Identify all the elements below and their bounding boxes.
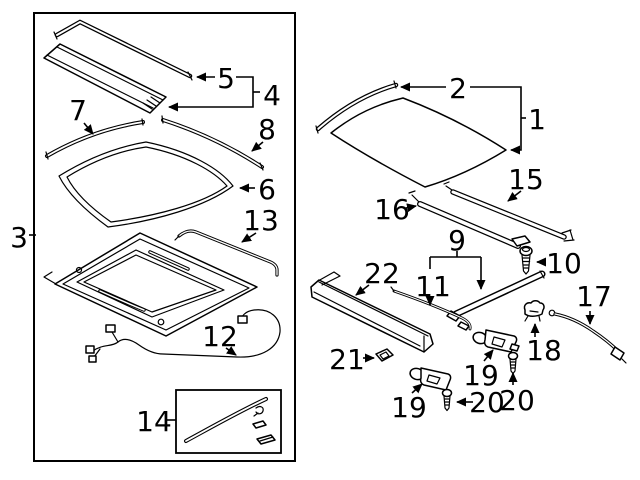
part-8-seal-right[interactable] [161,115,264,171]
callout-3-label[interactable]: 3 [10,221,28,254]
callout-15-label[interactable]: 15 [508,163,544,196]
part-2-glass-seal-strip[interactable] [315,80,399,134]
callout-20-right-label[interactable]: 20 [499,384,535,417]
part-10-screw[interactable] [519,245,533,275]
callout-7-label[interactable]: 7 [69,94,87,127]
callout-11-label[interactable]: 11 [415,270,451,303]
part-14-trim-kit-box[interactable] [175,389,282,454]
part-11-guide-rod[interactable] [390,286,472,331]
callout-2-label[interactable]: 2 [449,72,467,105]
callout-lines [29,72,595,421]
part-15-crossbar-rear[interactable] [443,181,575,242]
part-20-screw-lower[interactable] [441,388,453,412]
callout-14-label[interactable]: 14 [136,405,172,438]
part-4-wind-deflector[interactable] [43,43,167,114]
callout-22-label[interactable]: 22 [364,257,400,290]
callout-19-upper-label[interactable]: 19 [463,359,499,392]
callout-6-label[interactable]: 6 [258,173,276,206]
callout-9-label[interactable]: 9 [448,224,466,257]
part-12-wire-harness[interactable] [85,309,281,363]
callout-10-label[interactable]: 10 [546,247,582,280]
callout-1-label[interactable]: 1 [528,103,546,136]
part-1-glass-panel[interactable] [330,97,507,188]
callout-20-left-label[interactable]: 20 [469,386,505,419]
callout-18-label[interactable]: 18 [526,334,562,367]
part-20-screw-upper[interactable] [507,351,519,375]
callout-21-label[interactable]: 21 [329,343,365,376]
part-13-guide-rod[interactable] [174,229,279,277]
callout-13-label[interactable]: 13 [243,204,279,237]
callout-5-label[interactable]: 5 [217,62,235,95]
callout-17-label[interactable]: 17 [576,280,612,313]
part-19-motor-upper[interactable] [472,329,520,353]
part-5-deflector-strip[interactable] [53,19,193,81]
callout-16-label[interactable]: 16 [374,193,410,226]
part-22-side-rail[interactable] [310,271,434,353]
callout-19-lower-label[interactable]: 19 [391,391,427,424]
part-18-clip[interactable] [523,300,545,322]
part-9-guide-rail[interactable] [446,270,546,331]
callout-labels: 3 5 4 7 8 6 13 12 14 2 1 15 16 9 10 22 1… [10,62,612,438]
callout-12-label[interactable]: 12 [202,320,238,353]
part-17-drain-cable[interactable] [548,309,627,364]
part-3-frame-assembly[interactable] [43,232,258,337]
part-21-clip[interactable] [375,348,394,362]
part-6-opening-seal[interactable] [58,141,234,228]
callout-4-label[interactable]: 4 [263,79,281,112]
part-16-crossbar-front[interactable] [408,190,531,249]
part-19-motor-lower[interactable] [409,367,452,391]
callout-8-label[interactable]: 8 [258,113,276,146]
